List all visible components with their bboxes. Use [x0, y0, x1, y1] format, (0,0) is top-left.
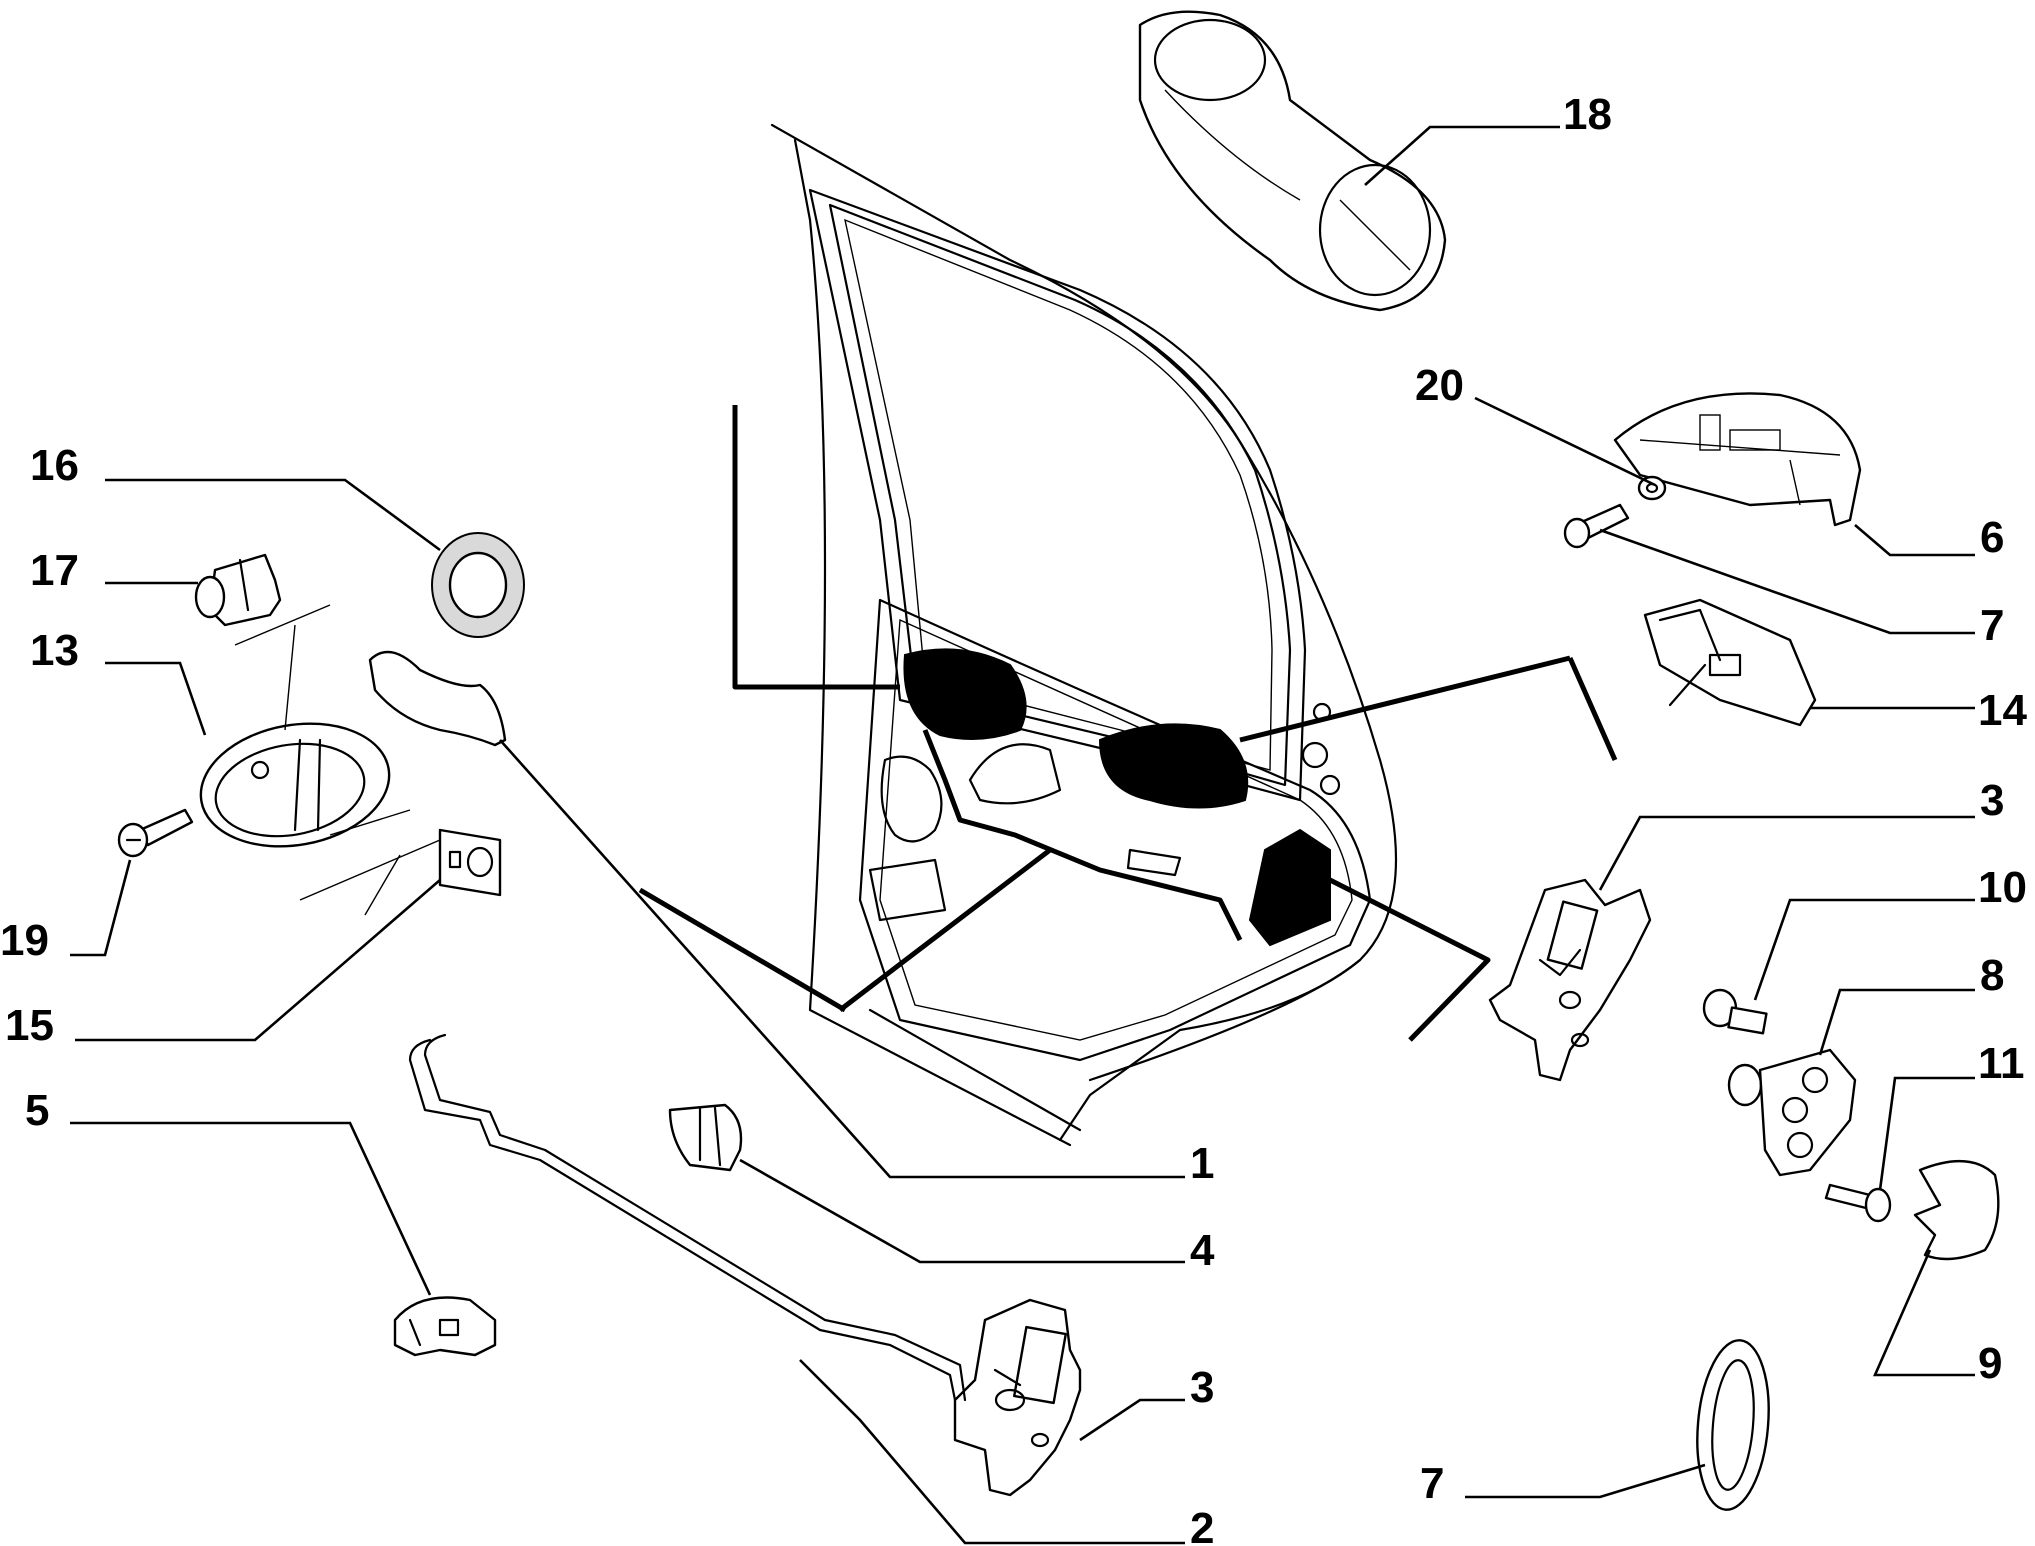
part-19-screw: [117, 808, 194, 858]
part-10-shim: [1913, 1160, 2000, 1261]
part-3-lock-upper: [1488, 878, 1652, 1082]
part-5-bracket: [393, 1296, 497, 1357]
callout-16: 16: [30, 441, 79, 490]
part-20-washer: [1637, 475, 1667, 501]
part-13-bezel-ring: [199, 722, 391, 848]
callout-2: 2: [1190, 1504, 1214, 1546]
callout-18: 18: [1563, 90, 1612, 139]
part-11-bolt: [1702, 988, 1768, 1035]
part-17-push-clip: [194, 553, 282, 627]
callout-4: 4: [1190, 1226, 1215, 1275]
callout-9: 8: [1980, 951, 2004, 1000]
callout-17: 17: [30, 546, 79, 595]
internal-black-components: [903, 648, 1331, 947]
part-1-handle-cover: [368, 650, 507, 747]
part-14-handle-housing: [1643, 598, 1817, 727]
callout-1: 1: [1190, 1139, 1214, 1188]
part-8-grommet: [1696, 1339, 1770, 1511]
internal-control-rod: [638, 405, 1618, 1042]
callout-8: 7: [1420, 1459, 1444, 1508]
part-3-lock-lower: [953, 1298, 1082, 1497]
callout-12: 11: [1978, 1039, 2025, 1088]
callout-14: 14: [1978, 686, 2027, 735]
callout-6: 6: [1980, 513, 2004, 562]
part-4-clip: [668, 1103, 743, 1172]
callout-11: 10: [1978, 863, 2027, 912]
part-2-control-rod: [408, 1033, 967, 1402]
callout-3-lower: 3: [1190, 1363, 1214, 1412]
part-18-interior-handle: [1138, 10, 1447, 312]
callout-15: 15: [5, 1001, 54, 1050]
callout-labels: 18 20 6 7 14 3 10 8 11 9 7 3 2 4 1 5 15 …: [0, 90, 2027, 1546]
part-16-gasket: [431, 532, 525, 638]
leader-lines: [70, 125, 1975, 1545]
callout-19: 19: [0, 916, 49, 965]
callout-13: 13: [30, 626, 79, 675]
callout-7: 7: [1980, 601, 2004, 650]
callout-3-upper: 3: [1980, 776, 2004, 825]
callout-20: 20: [1415, 361, 1464, 410]
part-15-plate: [438, 828, 502, 897]
part-12-screw: [1824, 1183, 1892, 1223]
callout-10: 9: [1978, 1339, 2002, 1388]
part-9-striker: [1727, 1048, 1857, 1177]
part-6-outer-handle: [1613, 392, 1862, 527]
door-panel: [770, 123, 1398, 1147]
part-7-screw: [1563, 503, 1630, 549]
callout-5: 5: [25, 1086, 49, 1135]
